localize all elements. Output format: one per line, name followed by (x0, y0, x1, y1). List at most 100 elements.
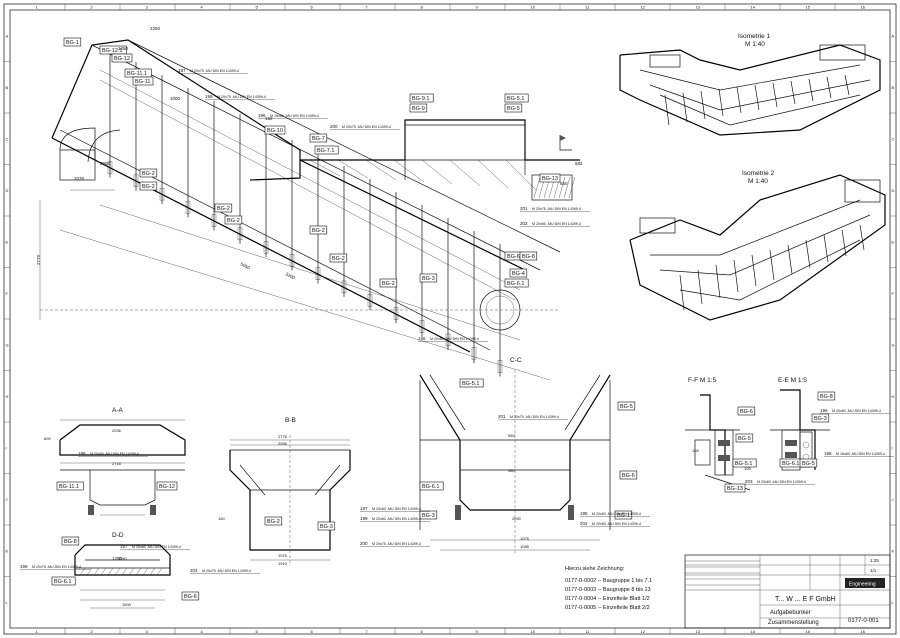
border-row-label: K (6, 548, 9, 553)
dimension-label: 2776 (278, 434, 288, 439)
assembly-tag-label: BG-11.1 (59, 484, 79, 490)
border-col-label: 10 (531, 5, 536, 10)
border-col-label: 9 (476, 629, 479, 634)
border-row-label: C (6, 136, 9, 141)
border-col-label: 9 (476, 5, 479, 10)
weld-callout-position: 197 (120, 544, 128, 549)
border-col-label: 14 (751, 5, 756, 10)
assembly-tag-label: BG-2 (267, 519, 280, 525)
border-col-label: 5 (256, 629, 259, 634)
dimension-label: 560 (508, 433, 515, 438)
assembly-tag-label: BG-5.1 (735, 461, 752, 467)
border-row-label: E (892, 239, 895, 244)
border-row-label: K (892, 548, 895, 553)
assembly-tag: BG-5 (799, 458, 818, 468)
weld-callout-position: 197 (360, 506, 368, 511)
dimension-label: 1975 (278, 553, 288, 558)
assembly-tag-label: BG-6 (184, 594, 197, 600)
weld-callout-spec: M 20x60 -MU DIN EN 14399-4 (132, 545, 181, 549)
weld-callout-position: 203 (190, 568, 198, 573)
assembly-tag: BG-9 (409, 103, 428, 113)
iso2-title: Isometrie 2 (742, 170, 775, 177)
weld-callout: 200 M 20x75 -MU DIN EN 14399-4 (360, 541, 430, 547)
assembly-tag: BG-7 (309, 133, 328, 143)
weld-callout-position: 199 (205, 94, 213, 99)
assembly-tag-label: BG-1 (617, 513, 630, 519)
assembly-tag-label: BG-2 (217, 206, 230, 212)
border-col-label: 10 (531, 629, 536, 634)
assembly-tag: BG-13 (539, 173, 561, 183)
border-row-label: D (892, 188, 895, 193)
border-row-label: I (6, 445, 7, 450)
main-side-view (39, 39, 580, 381)
weld-callout-spec: M 20x60 -MU DIN EN 14399-4 (90, 452, 139, 456)
assembly-tag: BG-6.1 (51, 576, 76, 586)
border-col-label: 12 (641, 5, 646, 10)
dimension-label: 1085 (520, 544, 530, 549)
assembly-tag-label: BG-7.1 (317, 148, 334, 154)
isometric-view-2: Isometrie 2 M 1:40 (629, 170, 886, 321)
border-col-label: 4 (201, 629, 204, 634)
border-row-label: H (6, 394, 9, 399)
drawing-scale: 1:25 (870, 558, 879, 563)
sheet-number: 1/1 (870, 568, 877, 573)
assembly-tag: BG-5.1 (459, 378, 484, 388)
assembly-tag: BG-13 (724, 483, 746, 493)
section-f-f: F-F M 1:5 (685, 377, 751, 491)
assembly-tag: BG-2 (379, 278, 398, 288)
border-col-label: 13 (696, 5, 701, 10)
title-block: T... W ... E F GmbH Aufgabebunker Zusamm… (684, 554, 891, 629)
assembly-tag: BG-3 (419, 510, 438, 520)
border-col-label: 15 (806, 629, 811, 634)
weld-callout-spec: M 20x60 -MU DIN EN 14399-4 (430, 337, 479, 341)
weld-callout: 203 M 20x75 -MU DIN EN 14399-4 (190, 568, 260, 574)
weld-callout-spec: M 20x75 -MU DIN EN 14399-4 (372, 542, 421, 546)
assembly-tag-label: BG-7 (312, 136, 325, 142)
assembly-tag-label: BG-4 (512, 271, 525, 277)
assembly-tag-label: BG-9 (412, 106, 425, 112)
dimension-label: 105 (744, 466, 751, 471)
border-row-label: F (6, 291, 9, 296)
assembly-tag: BG-5 (735, 433, 754, 443)
weld-callout: 199 M 20x75 -MU DIN EN 14399-4 (205, 94, 275, 100)
dimension-label: 2556 (278, 441, 288, 446)
assembly-tag-label: BG-2 (142, 171, 155, 177)
assembly-tag-label: BG-3 (320, 524, 333, 530)
assembly-tag: BG-8 (817, 391, 836, 401)
section-aa-title: A-A (112, 407, 124, 414)
weld-callout-spec: M 20x75 -MU DIN EN 14399-4 (217, 95, 266, 99)
assembly-tag-label: BG-8 (820, 394, 833, 400)
weld-callout: 197 M 20x60 -MU DIN EN 14399-4 (120, 544, 190, 550)
assembly-tag-label: BG-8 (522, 254, 535, 260)
reference-notes: Hierzu siehe Zeichnung: 0177-0-0002 -- B… (565, 566, 652, 611)
border-col-label: 7 (366, 629, 369, 634)
assembly-tag: BG-1 (614, 510, 633, 520)
section-ee-title: E-E M 1:5 (778, 377, 807, 384)
weld-callout-position: 202 (520, 221, 528, 226)
assembly-tag-label: BG-5 (620, 404, 633, 410)
border-col-label: 11 (586, 5, 591, 10)
assembly-tag-label: BG-6.1 (54, 579, 71, 585)
border-col-label: 12 (641, 629, 646, 634)
weld-callout-position: 196 (258, 113, 266, 118)
weld-callout-spec: M 20x75 -MU DIN EN 14399-4 (202, 569, 251, 573)
border-col-label: 11 (586, 629, 591, 634)
weld-callout-spec: M 20x60 -MU DIN EN 14399-4 (832, 409, 881, 413)
weld-callout-position: 200 (360, 541, 368, 546)
weld-callout-position: 197 (178, 68, 186, 73)
border-row-label: F (892, 291, 895, 296)
assembly-tag: BG-3 (811, 413, 830, 423)
isometric-view-1: Isometrie 1 M 1:40 (619, 33, 881, 136)
dimension-label: 2250 (150, 26, 161, 31)
assembly-tag-label: BG-5 (738, 436, 751, 442)
border-col-label: 16 (861, 5, 866, 10)
assembly-tag-label: BG-5 (802, 461, 815, 467)
assembly-tag: BG-2 (214, 203, 233, 213)
